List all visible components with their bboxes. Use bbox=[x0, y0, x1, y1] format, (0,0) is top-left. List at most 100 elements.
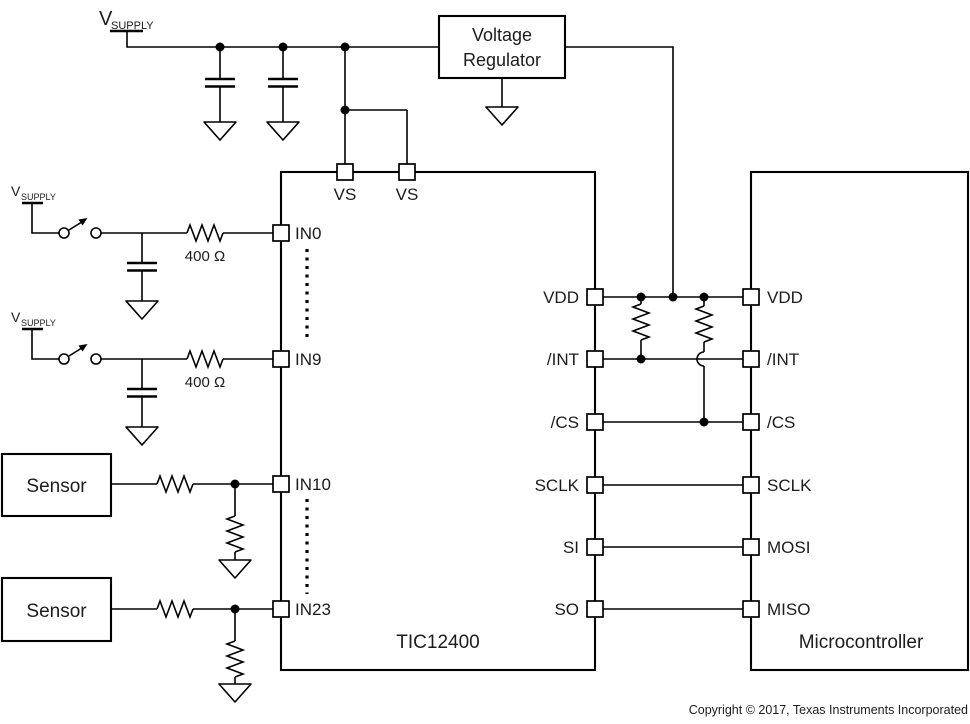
junction-dot bbox=[699, 417, 709, 427]
pin-label-si: SI bbox=[563, 538, 579, 557]
pin-sclk bbox=[586, 476, 604, 494]
pin-vs2 bbox=[398, 163, 416, 181]
pin-label-in0: IN0 bbox=[295, 224, 321, 243]
sensor-label: Sensor bbox=[26, 601, 87, 622]
pin-label-so: SO bbox=[554, 600, 579, 619]
supply-rail: V SUPPLY bbox=[99, 8, 439, 52]
pullup-network bbox=[630, 292, 715, 427]
pin-label-vs2: VS bbox=[396, 185, 419, 204]
pin-label-mcu-cs: /CS bbox=[767, 413, 795, 432]
microcontroller-box: Microcontroller bbox=[749, 170, 970, 672]
copyright-notice: Copyright © 2017, Texas Instruments Inco… bbox=[689, 703, 968, 717]
debounce-capacitor bbox=[125, 233, 159, 320]
wire-jump bbox=[696, 351, 705, 367]
tic12400-outline bbox=[279, 170, 597, 672]
debounce-capacitor bbox=[125, 359, 159, 446]
pin-label-mcu-sclk: SCLK bbox=[767, 476, 812, 495]
cs-pullup-resistor-icon bbox=[693, 305, 715, 343]
pin-label-sclk: SCLK bbox=[535, 476, 580, 495]
filter-capacitor-1 bbox=[203, 47, 237, 141]
pin-in23 bbox=[272, 600, 290, 618]
resistor-icon bbox=[156, 598, 194, 620]
pin-in10 bbox=[272, 475, 290, 493]
capacitor-icon bbox=[127, 261, 157, 272]
resistor-value-label: 400 Ω bbox=[185, 374, 225, 391]
pin-label-in10: IN10 bbox=[295, 475, 331, 494]
pin-label-in23: IN23 bbox=[295, 600, 331, 619]
pin-in0 bbox=[272, 224, 290, 242]
switch-icon bbox=[58, 344, 102, 365]
microcontroller-name-label: Microcontroller bbox=[799, 632, 924, 653]
capacitor-icon bbox=[127, 387, 157, 398]
pin-si bbox=[586, 538, 604, 556]
switch-input-1: V SUPPLY 400 Ω bbox=[11, 183, 275, 320]
pin-label-vdd: VDD bbox=[543, 288, 579, 307]
voltage-regulator-outline bbox=[437, 14, 567, 80]
ground-icon bbox=[125, 426, 159, 446]
pin-mcu-miso bbox=[742, 600, 760, 618]
pin-label-cs: /CS bbox=[551, 413, 579, 432]
ground-icon bbox=[218, 559, 252, 579]
vsupply-subscript: SUPPLY bbox=[111, 20, 154, 32]
regulator-output-wire bbox=[565, 46, 674, 297]
int-pullup-resistor-icon bbox=[630, 303, 652, 341]
vsupply-subscript: SUPPLY bbox=[21, 192, 56, 202]
pin-cs bbox=[586, 413, 604, 431]
tic12400-name-label: TIC12400 bbox=[396, 632, 479, 653]
ground-icon bbox=[203, 121, 237, 141]
resistor-icon bbox=[186, 222, 224, 244]
pin-label-mcu-miso: MISO bbox=[767, 600, 810, 619]
ground-icon bbox=[485, 106, 519, 126]
pin-vs1 bbox=[336, 163, 354, 181]
pin-label-mcu-int: /INT bbox=[767, 350, 799, 369]
sensor-box bbox=[0, 452, 113, 518]
switch-icon bbox=[58, 218, 102, 239]
wire bbox=[31, 329, 59, 360]
pin-int bbox=[586, 350, 604, 368]
resistor-value-label: 400 Ω bbox=[185, 248, 225, 265]
microcontroller-left-pins: VDD /INT /CS SCLK MOSI MISO bbox=[742, 288, 812, 619]
pin-label-mcu-mosi: MOSI bbox=[767, 538, 810, 557]
wire bbox=[31, 203, 59, 234]
capacitor-icon bbox=[268, 77, 298, 88]
vsupply-label: V bbox=[11, 183, 21, 199]
pin-label-in9: IN9 bbox=[295, 350, 321, 369]
pin-mcu-int bbox=[742, 350, 760, 368]
pin-so bbox=[586, 600, 604, 618]
pin-vdd bbox=[586, 288, 604, 306]
voltage-regulator: Voltage Regulator bbox=[437, 14, 674, 297]
filter-capacitor-2 bbox=[266, 47, 300, 141]
voltage-regulator-label-line1: Voltage bbox=[472, 25, 532, 45]
interconnect-wires bbox=[595, 296, 751, 610]
supply-rail-wire bbox=[126, 31, 439, 48]
pin-mcu-mosi bbox=[742, 538, 760, 556]
pin-label-vs1: VS bbox=[334, 185, 357, 204]
tic12400-right-pins: VDD /INT /CS SCLK SI SO bbox=[535, 288, 604, 619]
pulldown-resistor-icon bbox=[224, 515, 246, 553]
microcontroller-outline bbox=[749, 170, 970, 672]
junction-dot bbox=[636, 354, 646, 364]
pin-mcu-cs bbox=[742, 413, 760, 431]
vsupply-label: V bbox=[11, 309, 21, 325]
voltage-regulator-label-line2: Regulator bbox=[463, 50, 541, 70]
resistor-icon bbox=[156, 473, 194, 495]
ground-icon bbox=[125, 300, 159, 320]
sensor-input-2: Sensor bbox=[0, 576, 275, 703]
ground-icon bbox=[218, 683, 252, 703]
vsupply-subscript: SUPPLY bbox=[21, 318, 56, 328]
capacitor-icon bbox=[205, 77, 235, 88]
tic12400-top-pins: VS VS bbox=[334, 163, 419, 204]
pin-mcu-sclk bbox=[742, 476, 760, 494]
resistor-icon bbox=[186, 348, 224, 370]
tic12400-box: TIC12400 bbox=[279, 170, 597, 672]
sensor-input-1: Sensor bbox=[0, 452, 275, 579]
pin-label-mcu-vdd: VDD bbox=[767, 288, 803, 307]
ground-icon bbox=[266, 121, 300, 141]
switch-input-2: V SUPPLY 400 Ω bbox=[11, 309, 275, 446]
tic12400-left-pins: IN0 IN9 IN10 IN23 bbox=[272, 224, 331, 619]
vsupply-label: V bbox=[99, 8, 113, 30]
pin-mcu-vdd bbox=[742, 288, 760, 306]
pulldown-resistor-icon bbox=[224, 640, 246, 678]
